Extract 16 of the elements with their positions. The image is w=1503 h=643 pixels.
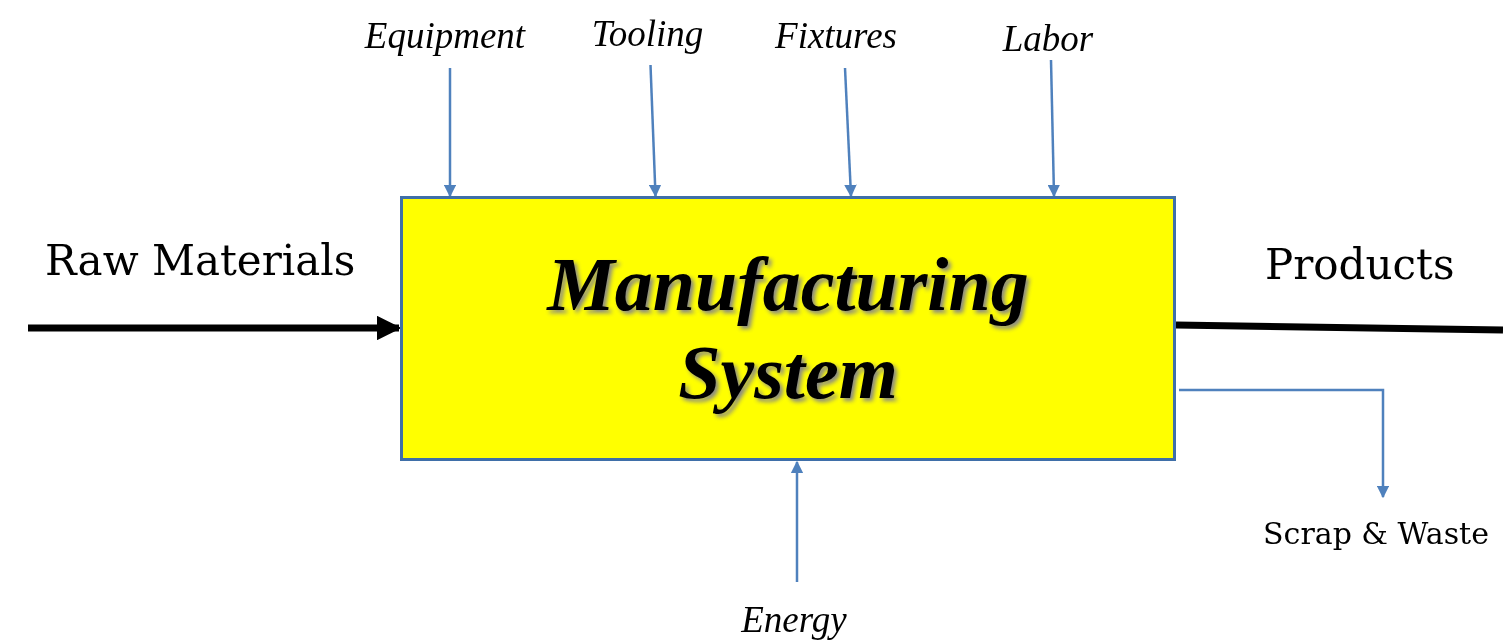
- edge-label: Raw Materials: [45, 236, 356, 285]
- input-label: Equipment: [364, 13, 526, 57]
- arrow: [1179, 388, 1390, 499]
- box-title: Manufacturing System: [545, 241, 1030, 416]
- arrow: [790, 460, 804, 582]
- input-label: Labor: [1002, 16, 1094, 60]
- arrow: [843, 67, 857, 198]
- arrow: [443, 68, 457, 198]
- input-label: Fixtures: [775, 13, 897, 57]
- arrow: [1047, 59, 1060, 198]
- process-box: [400, 196, 1176, 461]
- edge-label: Products: [1265, 240, 1455, 289]
- input-label: Scrap & Waste: [1263, 515, 1489, 551]
- input-label: Tooling: [591, 11, 704, 55]
- input-label: Energy: [741, 597, 847, 641]
- arrow: [648, 64, 662, 198]
